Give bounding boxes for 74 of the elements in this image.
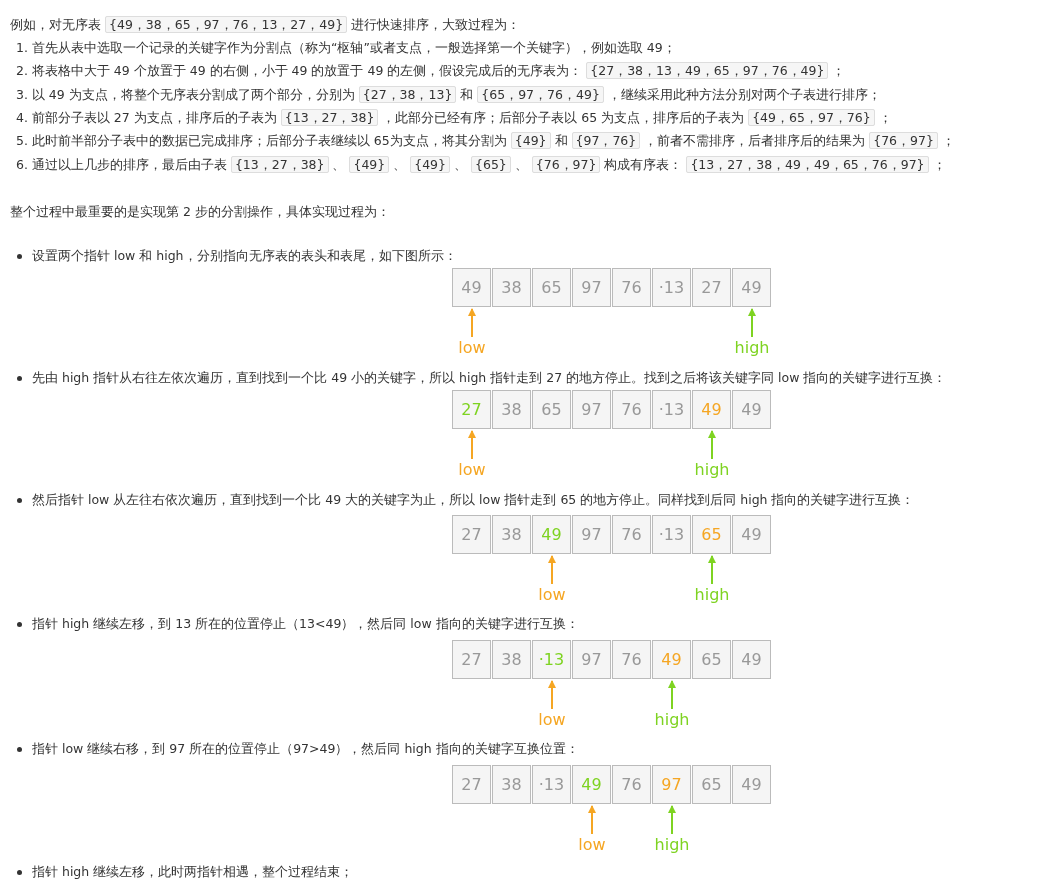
pointer-label: high [734,338,770,358]
list-item: 1. 首先从表中选取一个记录的关键字作为分割点（称为“枢轴”或者支点，一般选择第一个关键字），例如选取 49； [16,39,676,57]
array-cell: ·13 [652,515,691,554]
pointer-label: high [694,585,730,605]
array-cell: 49 [652,640,691,679]
array-cell: 27 [452,515,491,554]
bullet-text: 先由 high 指针从右往左依次遍历，直到找到一个比 49 小的关键字，所以 high 指针走到 27 的地方停止。找到之后将该关键字同 low 指向的关键字进行互换： [32,369,947,387]
array-cell: ·13 [532,765,571,804]
bullet-text: 指针 high 继续左移，此时两指针相遇，整个过程结束； [32,863,354,881]
pointer-label: low [538,585,566,605]
pointer-label: low [458,460,486,480]
pointer-arrow [668,680,676,710]
paragraph: 整个过程中最重要的是实现第 2 步的分割操作，具体实现过程为： [10,203,390,221]
array-cell: 76 [612,390,651,429]
array-cell: 76 [612,268,651,307]
list-item: 6. 通过以上几步的排序，最后由子表 {13，27，38} 、 {49} 、 {49} 、 {65} 、 {76，97} 构成有序表： {13，27，38，49，49，65，76，97} ； [16,156,946,174]
pointer-label: high [654,835,690,855]
list-item: 5. 此时前半部分子表中的数据已完成排序；后部分子表继续以 65为支点，将其分割为 {49} 和 {97，76} ，前者不需排序，后者排序后的结果为 {76，97} ； [16,132,955,150]
array-cell: ·13 [652,390,691,429]
list-item: 2. 将表格中大于 49 个放置于 49 的右侧，小于 49 的放置于 49 的左侧，假设完成后的无序表为： {27，38，13，49，65，97，76，49} ； [16,62,846,80]
array-cell: 97 [572,268,611,307]
array-cell: 76 [612,640,651,679]
array-cell: 49 [732,515,771,554]
array-cell: 97 [572,515,611,554]
pointer-arrow [708,430,716,460]
array-cell: 65 [532,390,571,429]
array-cell: 65 [532,268,571,307]
array-cell: 65 [692,640,731,679]
array-cell: 38 [492,765,531,804]
pointer-label: low [538,710,566,730]
list-item: 3. 以 49 为支点，将整个无序表分割成了两个部分，分别为 {27，38，13} 和 {65，97，76，49} ，继续采用此种方法分别对两个子表进行排序； [16,86,881,104]
array-cell: 27 [452,390,491,429]
array-cell: 76 [612,765,651,804]
pointer-arrow [588,805,596,835]
array-cell: 38 [492,640,531,679]
bullet-text: 指针 high 继续左移，到 13 所在的位置停止（13<49），然后同 low 指向的关键字进行互换： [32,615,579,633]
array-cell: 97 [572,640,611,679]
pointer-label: low [458,338,486,358]
array-cell: ·13 [652,268,691,307]
pointer-label: low [578,835,606,855]
pointer-arrow [748,308,756,338]
array-cell: 49 [732,640,771,679]
pointer-arrow [548,680,556,710]
array-cell: 49 [732,765,771,804]
pointer-arrow [708,555,716,585]
array-cell: 49 [452,268,491,307]
array-cell: 49 [532,515,571,554]
bullet-text: 设置两个指针 low 和 high，分别指向无序表的表头和表尾，如下图所示： [32,247,457,265]
pointer-arrow [468,308,476,338]
bullet-text: 然后指针 low 从左往右依次遍历，直到找到一个比 49 大的关键字为止，所以 low 指针走到 65 的地方停止。同样找到后同 high 指向的关键字进行互换： [32,491,915,509]
pointer-arrow [668,805,676,835]
array-cell: 65 [692,515,731,554]
paragraph: 例如，对无序表 {49，38，65，97，76，13，27，49} 进行快速排序，大致过程为： [10,16,521,34]
array-cell: ·13 [532,640,571,679]
array-cell: 27 [452,640,491,679]
array-cell: 38 [492,390,531,429]
array-cell: 27 [452,765,491,804]
array-cell: 76 [612,515,651,554]
array-cell: 49 [732,268,771,307]
bullet-text: 指针 low 继续右移，到 97 所在的位置停止（97>49），然后同 high 指向的关键字互换位置： [32,740,579,758]
array-cell: 49 [692,390,731,429]
array-cell: 27 [692,268,731,307]
array-cell: 49 [572,765,611,804]
array-cell: 38 [492,515,531,554]
pointer-label: high [654,710,690,730]
pointer-label: high [694,460,730,480]
list-item: 4. 前部分子表以 27 为支点，排序后的子表为 {13，27，38} ，此部分已经有序；后部分子表以 65 为支点，排序后的子表为 {49，65，97，76} ； [16,109,892,127]
pointer-arrow [468,430,476,460]
array-cell: 65 [692,765,731,804]
array-cell: 38 [492,268,531,307]
array-cell: 49 [732,390,771,429]
array-cell: 97 [652,765,691,804]
pointer-arrow [548,555,556,585]
array-cell: 97 [572,390,611,429]
